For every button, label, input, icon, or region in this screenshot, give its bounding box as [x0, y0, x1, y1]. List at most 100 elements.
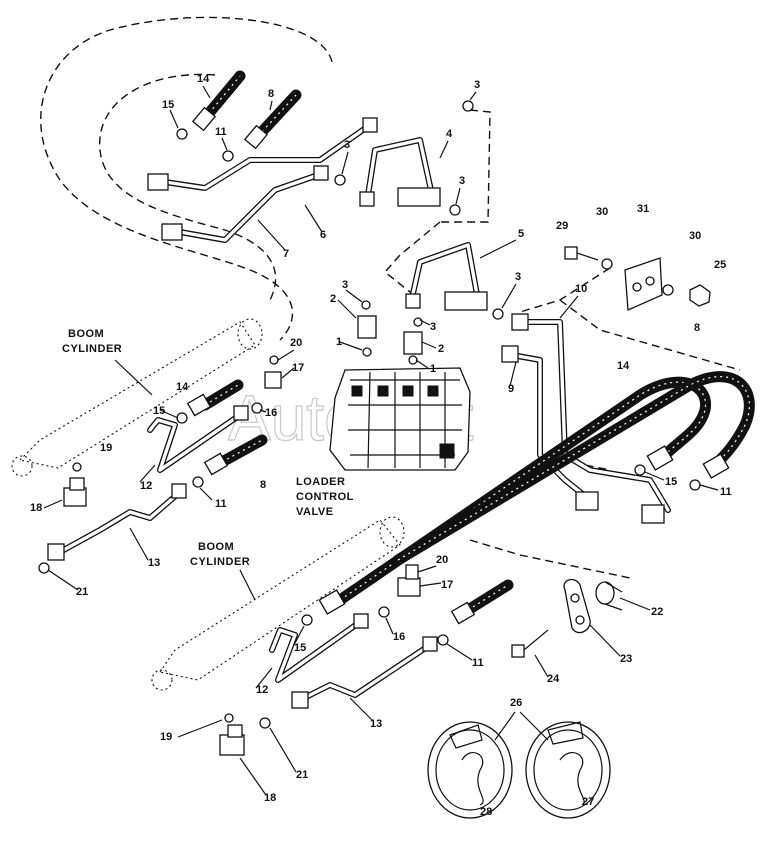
callout: 5 [518, 228, 524, 240]
adapter-2-right [403, 331, 423, 365]
tee-fitting-5 [444, 291, 488, 311]
tube-13-lower [291, 636, 438, 709]
o-ring-19-lower [224, 713, 234, 723]
callout: 2 [438, 343, 444, 355]
hose-routing-loop-outer [40, 16, 333, 341]
callout: 26 [510, 697, 522, 709]
callout: 23 [620, 653, 632, 665]
callout: 3 [344, 139, 350, 151]
callout: 17 [292, 362, 304, 374]
callout: 15 [153, 405, 165, 417]
washer-21-lower [259, 717, 271, 729]
hose-8-mid-left [203, 434, 268, 476]
o-ring-11-upper [222, 150, 234, 162]
o-ring-19-upper [72, 462, 82, 472]
tee-fitting-4 [397, 187, 441, 207]
o-ring-16-lower [378, 606, 390, 618]
fitting-18-upper [63, 477, 87, 507]
o-ring-3a [462, 100, 474, 112]
callout: 14 [176, 381, 189, 393]
nut-25 [689, 284, 711, 307]
o-ring-15-right [634, 464, 646, 476]
callout: 20 [436, 554, 448, 566]
callout: 18 [30, 502, 42, 514]
callout: 1 [336, 336, 342, 348]
tube-6 [147, 117, 378, 191]
caption-boom-cylinder-left: BOOM CYLINDER [62, 328, 122, 355]
callout: 2 [330, 293, 336, 305]
callout: 24 [547, 673, 560, 685]
tube-10-elbow [641, 504, 665, 524]
callout: 15 [665, 476, 677, 488]
o-ring-3f [413, 317, 423, 327]
callout: 11 [215, 126, 227, 138]
callout: 3 [515, 271, 521, 283]
callout: 16 [393, 631, 405, 643]
callout: 15 [294, 642, 306, 654]
caption-boom-cylinder-lower: BOOM CYLINDER [190, 541, 250, 568]
tube-7-nut [313, 165, 329, 181]
leader-dashed-right [519, 267, 611, 313]
loader-control-valve [329, 367, 471, 471]
callout-labels: 14 8 15 11 3 4 3 3 6 7 5 3 3 3 2 2 1 1 1… [30, 73, 732, 818]
callout: 29 [556, 220, 568, 232]
hose-routing-loop-inner [99, 73, 277, 301]
o-ring-11-right [689, 479, 701, 491]
adapter-2-left [357, 315, 377, 357]
callout: 28 [480, 806, 492, 818]
callout: 10 [575, 283, 587, 295]
callout: 20 [290, 337, 302, 349]
hose-14-mid-left [186, 379, 244, 417]
bolt-29 [564, 246, 599, 261]
bolt-24 [511, 629, 549, 658]
svg-text:CONTROL: CONTROL [296, 491, 354, 503]
callout: 6 [320, 229, 326, 241]
tube-13-upper [47, 483, 187, 561]
tube-12-upper [147, 405, 249, 473]
tube-4-nut [359, 191, 375, 207]
tube-6-elbow [147, 173, 169, 191]
boom-cylinder-lower-leader [239, 569, 256, 601]
fitting-17-upper [264, 355, 282, 389]
fitting-18-lower [219, 724, 245, 756]
tube-7 [161, 165, 329, 243]
callout: 25 [714, 259, 726, 271]
callout: 12 [256, 684, 268, 696]
washer-30-left [601, 258, 613, 270]
callout: 16 [265, 407, 277, 419]
callout: 13 [148, 557, 160, 569]
callout: 19 [100, 442, 112, 454]
callout: 22 [651, 606, 663, 618]
tube-5-nut [405, 293, 421, 309]
callout: 11 [720, 486, 732, 498]
svg-text:BOOM: BOOM [198, 541, 234, 553]
clamp-23 [563, 578, 591, 634]
callout: 14 [197, 73, 210, 85]
callout: 8 [694, 322, 700, 334]
washer-30-right [662, 284, 674, 296]
o-ring-15-upper [176, 128, 188, 140]
o-ring-3b [334, 174, 346, 186]
svg-text:BOOM: BOOM [68, 328, 104, 340]
callout: 1 [430, 363, 436, 375]
tube-7-elbow [161, 223, 183, 241]
callout: 11 [215, 498, 227, 510]
boom-cylinder-left-leader [114, 359, 153, 396]
callout: 15 [162, 99, 174, 111]
callout-leaders [43, 85, 719, 796]
callout: 7 [283, 248, 289, 260]
svg-text:CYLINDER: CYLINDER [190, 556, 250, 568]
callout: 8 [260, 479, 266, 491]
hose-8-right [392, 371, 755, 566]
callout: 19 [160, 731, 172, 743]
o-ring-16-mid [251, 402, 263, 414]
callout: 3 [459, 175, 465, 187]
svg-text:LOADER: LOADER [296, 476, 345, 488]
callout: 3 [342, 279, 348, 291]
svg-text:CYLINDER: CYLINDER [62, 343, 122, 355]
tube-9-elbow [575, 491, 599, 511]
callout: 30 [596, 206, 608, 218]
callout: 21 [76, 586, 88, 598]
callout: 3 [474, 79, 480, 91]
